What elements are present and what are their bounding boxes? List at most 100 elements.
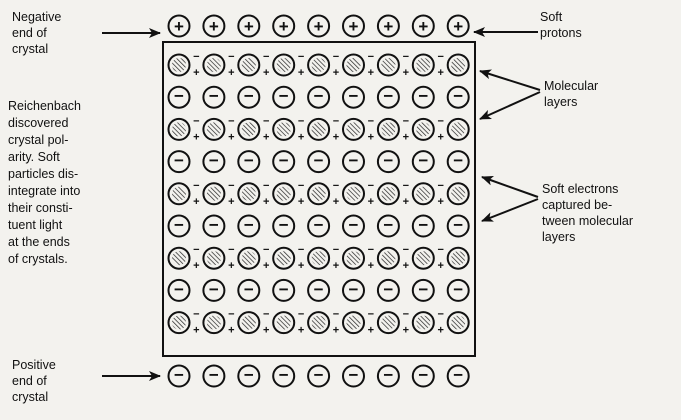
interstitial-plus: + [368,325,374,337]
electron-minus-sign: − [279,151,289,170]
soft-electron [237,364,261,388]
soft-electron [167,150,191,174]
soft-electron [167,278,191,302]
interstitial-minus: − [263,115,269,127]
interstitial-plus: + [193,67,199,79]
electron-minus-sign: − [383,87,393,106]
electron-minus-sign: − [349,151,359,170]
interstitial-plus: + [298,260,304,272]
interstitial-minus: − [437,244,443,256]
molecule-hatch [381,122,396,137]
electron-minus-sign: − [383,280,393,299]
interstitial-minus: − [298,51,304,63]
electron-minus-sign: − [383,151,393,170]
interstitial-plus: + [228,131,234,143]
electron-minus-sign: − [418,366,428,385]
interstitial-minus: − [193,51,199,63]
soft-electron [411,214,435,238]
crystal-outline [162,41,476,357]
molecule-hatch [206,122,221,137]
interstitial-plus: + [368,196,374,208]
interstitial-plus: + [333,260,339,272]
soft-electron [167,364,191,388]
soft-electron [272,364,296,388]
electron-minus-sign: − [349,366,359,385]
interstitial-plus: + [437,131,443,143]
electron-minus-sign: − [209,87,219,106]
soft-electron [376,150,400,174]
electron-minus-sign: − [418,216,428,235]
soft-electron [376,278,400,302]
soft-proton [342,14,365,38]
soft-proton [446,14,470,38]
molecule-hatch [311,122,326,137]
electron-minus-sign: − [279,87,289,106]
negative-end-label: Negative end of crystal [12,10,62,56]
proton-plus-sign: + [174,17,184,36]
molecule-hatch [241,315,256,330]
soft-proton [237,14,261,38]
interstitial-minus: − [228,309,234,321]
electron-minus-sign: − [279,280,289,299]
soft-proton [307,14,331,38]
molecule-hatch [172,315,186,330]
soft-electron [167,214,191,238]
proton-plus-sign: + [349,17,359,36]
soft-electron [307,214,331,238]
soft-electron [237,85,261,109]
soft-protons-label: Soft protons [540,10,582,40]
interstitial-minus: − [228,51,234,63]
molecule-hatch [346,58,361,72]
interstitial-plus: + [228,325,234,337]
soft-electron [202,364,226,388]
interstitial-minus: − [403,115,409,127]
molecule-hatch [172,122,186,137]
description-text: Reichenbach discovered crystal pol- arit… [8,99,81,266]
interstitial-minus: − [437,309,443,321]
interstitial-plus: + [298,196,304,208]
molecule-hatch [311,58,326,72]
molecule-hatch [451,251,466,266]
electron-minus-sign: − [209,366,219,385]
soft-electron [202,85,226,109]
soft-proton [411,14,435,38]
interstitial-minus: − [298,244,304,256]
soft-electron [411,85,435,109]
molecule-hatch [311,186,326,201]
soft-electron [307,85,331,109]
arrows [102,27,541,381]
proton-plus-sign: + [209,17,219,36]
soft-electron [202,150,226,174]
molecule-hatch [381,315,396,330]
soft-electron [411,364,435,388]
soft-electron [272,150,296,174]
interstitial-minus: − [403,244,409,256]
molecule-hatch [451,58,466,72]
soft-electron [446,278,470,302]
soft-electron [342,150,365,174]
electron-minus-sign: − [314,280,324,299]
interstitial-plus: + [263,67,269,79]
interstitial-plus: + [228,67,234,79]
molecule-hatch [311,251,326,266]
interstitial-minus: − [263,244,269,256]
molecule-hatch [451,315,466,330]
soft-electron [446,214,470,238]
soft-proton [167,14,191,38]
interstitial-minus: − [403,309,409,321]
interstitial-minus: − [333,115,339,127]
soft-electron [272,278,296,302]
molecule-hatch [346,315,361,330]
proton-plus-sign: + [314,17,324,36]
soft-electron [376,85,400,109]
electron-minus-sign: − [279,366,289,385]
electron-minus-sign: − [453,216,463,235]
proton-plus-sign: + [453,17,463,36]
molecular-layers-arrow-upper [479,69,541,91]
soft-proton [376,14,400,38]
soft-electron [237,214,261,238]
interstitial-plus: + [263,131,269,143]
soft-electron [446,364,470,388]
interstitial-minus: − [368,180,374,192]
soft-proton [202,14,226,38]
